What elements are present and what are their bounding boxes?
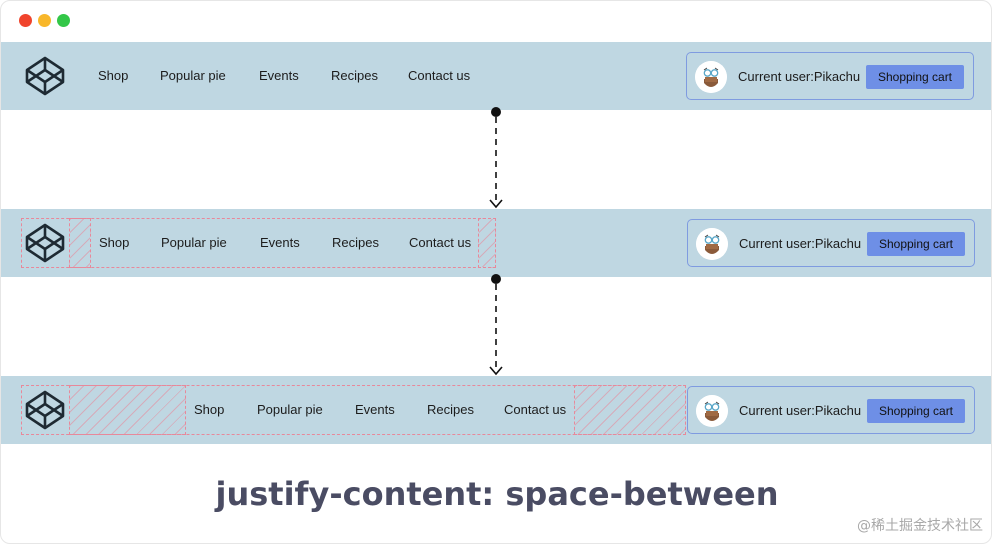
pikachu-avatar-icon [696,395,728,427]
nav-item-popular-pie[interactable]: Popular pie [257,402,323,417]
window-controls [19,14,70,27]
close-button[interactable] [19,14,32,27]
navbar-initial: Shop Popular pie Events Recipes Contact … [1,42,991,110]
navbar-space-between: Shop Popular pie Events Recipes Contact … [1,376,991,444]
gap-area [478,218,496,268]
navbar-flex-boxes: Shop Popular pie Events Recipes Contact … [1,209,991,277]
user-panel: Current user:Pikachu Shopping cart [687,386,975,434]
watermark: @稀土掘金技术社区 [857,518,983,534]
user-panel: Current user:Pikachu Shopping cart [686,52,974,100]
nav-item-contact-us[interactable]: Contact us [408,68,471,83]
maximize-button[interactable] [57,14,70,27]
arrow-down-icon [486,105,506,211]
nav-item-contact-us[interactable]: Contact us [409,235,472,250]
current-user-label: Current user:Pikachu [739,236,862,251]
current-user-label: Current user:Pikachu [739,403,862,418]
nav-item-events[interactable]: Events [355,402,395,417]
codepen-cube-icon[interactable] [24,55,66,97]
pikachu-avatar-icon [695,61,727,93]
gap-area [69,218,91,268]
caption: justify-content: space-between [215,475,779,513]
codepen-cube-icon[interactable] [24,222,66,264]
nav-item-recipes[interactable]: Recipes [332,235,379,250]
nav-item-popular-pie[interactable]: Popular pie [161,235,227,250]
nav-item-events[interactable]: Events [260,235,300,250]
pikachu-avatar-icon [696,228,728,260]
nav-item-events[interactable]: Events [259,68,299,83]
arrow-down-icon [486,272,506,378]
gap-area [574,385,686,435]
nav-item-recipes[interactable]: Recipes [331,68,378,83]
nav-item-contact-us[interactable]: Contact us [504,402,567,417]
shopping-cart-button[interactable]: Shopping cart [866,65,964,89]
user-panel: Current user:Pikachu Shopping cart [687,219,975,267]
gap-area [69,385,186,435]
shopping-cart-button[interactable]: Shopping cart [867,399,965,423]
shopping-cart-button[interactable]: Shopping cart [867,232,965,256]
nav-item-shop[interactable]: Shop [98,68,129,83]
nav-item-shop[interactable]: Shop [194,402,225,417]
codepen-cube-icon[interactable] [24,389,66,431]
minimize-button[interactable] [38,14,51,27]
nav-item-recipes[interactable]: Recipes [427,402,474,417]
nav-item-popular-pie[interactable]: Popular pie [160,68,226,83]
current-user-label: Current user:Pikachu [738,69,861,84]
nav-item-shop[interactable]: Shop [99,235,130,250]
